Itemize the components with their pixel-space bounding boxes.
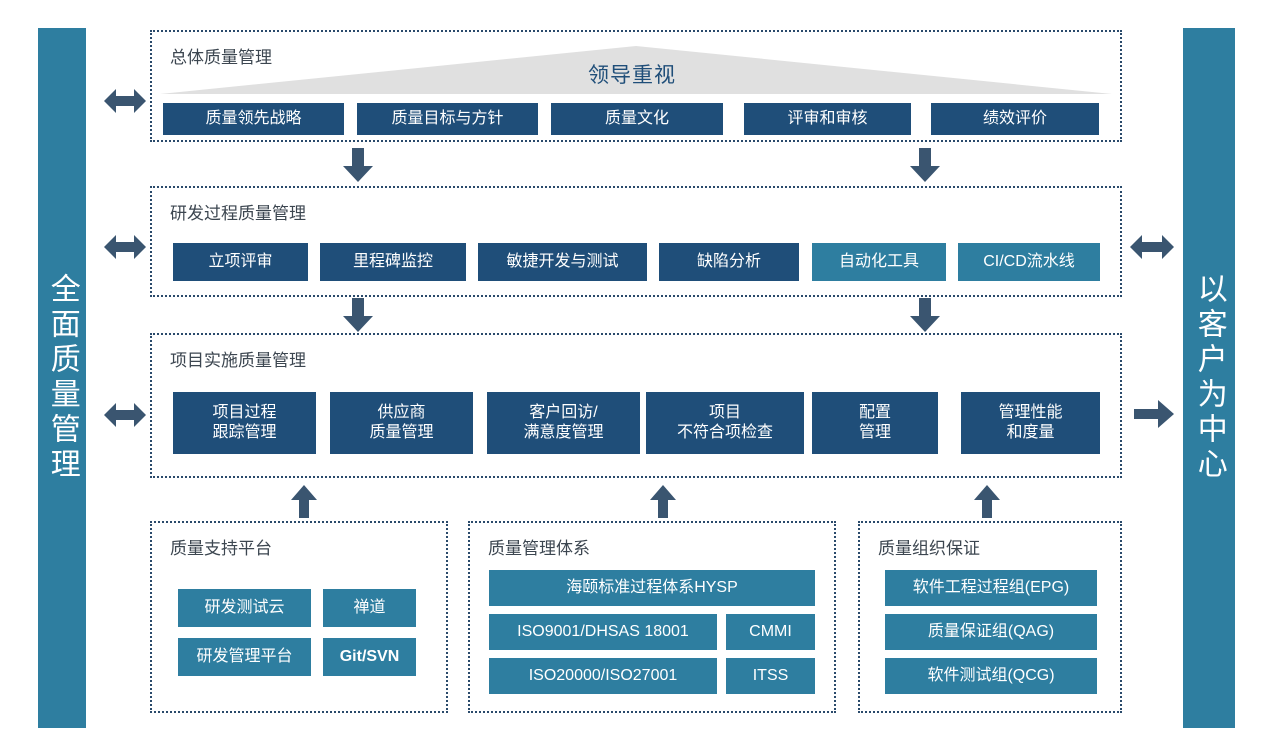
box-git-svn[interactable]: Git/SVN xyxy=(323,638,416,676)
arrow-left-overall-double xyxy=(104,89,146,113)
box-hysp-standard-process[interactable]: 海颐标准过程体系HYSP xyxy=(489,570,815,606)
box-rnd-test-cloud[interactable]: 研发测试云 xyxy=(178,589,311,627)
arrow-up-support-to-project xyxy=(291,485,317,518)
box-supplier-quality-management[interactable]: 供应商 质量管理 xyxy=(330,392,473,454)
arrow-down-overall-to-rnd-left xyxy=(343,148,373,182)
box-quality-goals-policy[interactable]: 质量目标与方针 xyxy=(357,103,538,135)
box-cicd-pipeline[interactable]: CI/CD流水线 xyxy=(958,243,1100,281)
box-review-and-audit[interactable]: 评审和审核 xyxy=(744,103,911,135)
box-project-initiation-review[interactable]: 立项评审 xyxy=(173,243,308,281)
box-zentao[interactable]: 禅道 xyxy=(323,589,416,627)
right-sidebar-customer-centric: 以客户为中心 xyxy=(1183,28,1235,728)
arrow-down-overall-to-rnd-right xyxy=(910,148,940,182)
box-qcg-software-test-group[interactable]: 软件测试组(QCG) xyxy=(885,658,1097,694)
box-project-process-tracking[interactable]: 项目过程 跟踪管理 xyxy=(173,392,316,454)
box-itss[interactable]: ITSS xyxy=(726,658,815,694)
box-qag-quality-assurance-group[interactable]: 质量保证组(QAG) xyxy=(885,614,1097,650)
box-management-performance-metrics[interactable]: 管理性能 和度量 xyxy=(961,392,1100,454)
arrow-down-rnd-to-project-left xyxy=(343,298,373,332)
arrow-up-system-to-project xyxy=(650,485,676,518)
panel-org-title: 质量组织保证 xyxy=(878,539,980,558)
box-project-nonconformity-check[interactable]: 项目 不符合项检查 xyxy=(646,392,804,454)
box-rnd-management-platform[interactable]: 研发管理平台 xyxy=(178,638,311,676)
panel-support-title: 质量支持平台 xyxy=(170,539,272,558)
leadership-emphasis-label: 领导重视 xyxy=(588,64,676,87)
box-cmmi[interactable]: CMMI xyxy=(726,614,815,650)
box-milestone-monitoring[interactable]: 里程碑监控 xyxy=(320,243,466,281)
panel-system-title: 质量管理体系 xyxy=(488,539,590,558)
box-quality-leading-strategy[interactable]: 质量领先战略 xyxy=(163,103,344,135)
box-iso9001-dhsas18001[interactable]: ISO9001/DHSAS 18001 xyxy=(489,614,717,650)
left-sidebar-label: 全面质量管理 xyxy=(45,273,79,483)
right-sidebar-label: 以客户为中心 xyxy=(1192,273,1226,483)
arrow-down-rnd-to-project-right xyxy=(910,298,940,332)
left-sidebar-total-quality-management: 全面质量管理 xyxy=(38,28,86,728)
box-configuration-management[interactable]: 配置 管理 xyxy=(812,392,938,454)
arrow-left-project-double xyxy=(104,403,146,427)
panel-overall-title: 总体质量管理 xyxy=(170,48,272,67)
box-performance-evaluation[interactable]: 绩效评价 xyxy=(931,103,1099,135)
box-automation-tools[interactable]: 自动化工具 xyxy=(812,243,946,281)
leadership-triangle-shape xyxy=(160,46,1112,94)
box-defect-analysis[interactable]: 缺陷分析 xyxy=(659,243,799,281)
panel-project-title: 项目实施质量管理 xyxy=(170,351,306,370)
box-iso20000-iso27001[interactable]: ISO20000/ISO27001 xyxy=(489,658,717,694)
panel-rnd-title: 研发过程质量管理 xyxy=(170,204,306,223)
box-agile-dev-and-test[interactable]: 敏捷开发与测试 xyxy=(478,243,647,281)
arrow-right-project-single xyxy=(1134,400,1174,428)
arrow-up-org-to-project xyxy=(974,485,1000,518)
box-quality-culture[interactable]: 质量文化 xyxy=(551,103,723,135)
box-customer-revisit-satisfaction[interactable]: 客户回访/ 满意度管理 xyxy=(487,392,640,454)
arrow-right-rnd-double xyxy=(1130,235,1174,259)
box-epg-software-engineering-process-group[interactable]: 软件工程过程组(EPG) xyxy=(885,570,1097,606)
arrow-left-rnd-double xyxy=(104,235,146,259)
